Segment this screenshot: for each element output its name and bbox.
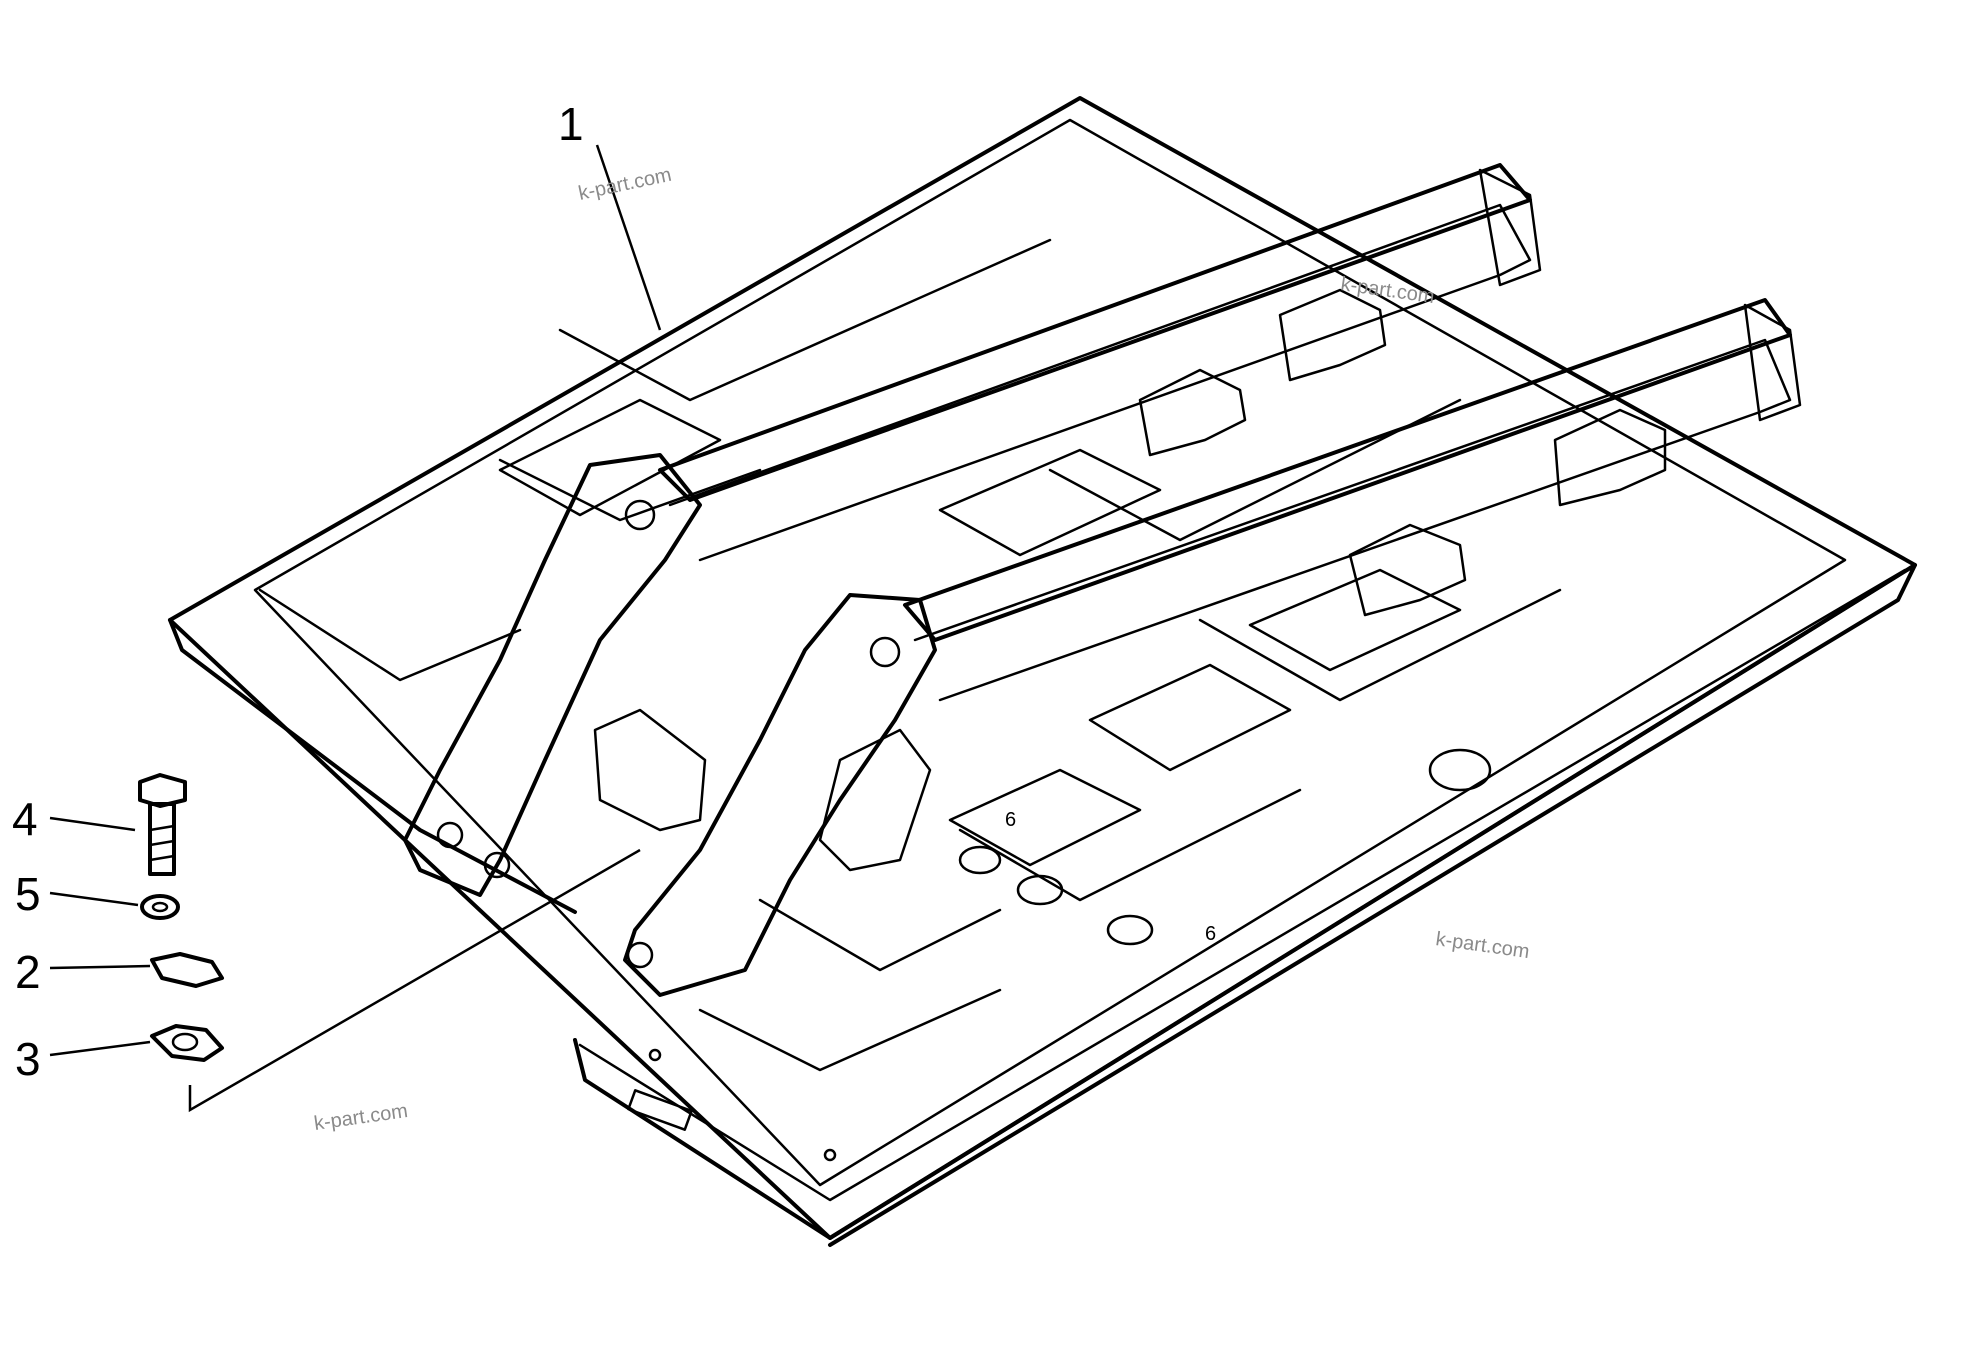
cover-plate	[150, 952, 224, 988]
front-plate-slot	[627, 1089, 693, 1131]
right-boom-bracket	[623, 593, 937, 997]
leader-lines	[49, 144, 662, 1113]
left-bracket-pin-bottom	[436, 821, 464, 849]
frame-oval-hole-1	[1428, 748, 1492, 792]
clamp-fixture-2	[1278, 288, 1387, 382]
internal-box-e	[948, 768, 1142, 867]
gasket-hole	[171, 1032, 199, 1052]
internal-box-c	[1248, 568, 1462, 672]
group-leader	[188, 848, 641, 1113]
leader-3	[49, 1040, 151, 1057]
cross-member-1	[558, 238, 1052, 402]
watermark-2: k-part.com	[1339, 273, 1436, 308]
plate-part	[150, 952, 224, 988]
clamp-fixture-4	[1553, 408, 1667, 507]
cross-member-8	[698, 988, 1002, 1072]
callout-3: 3	[15, 1033, 41, 1085]
leader-5	[49, 891, 139, 907]
clamp-fixture-3	[1348, 523, 1467, 617]
right-cutout	[818, 728, 932, 872]
bolt-thread-2	[148, 839, 176, 847]
left-beam-edge	[668, 203, 1532, 562]
leader-1	[595, 144, 662, 331]
callout-5: 5	[15, 868, 41, 920]
internal-box-b	[938, 448, 1162, 557]
callout-1: 1	[558, 98, 584, 150]
washer-part	[140, 894, 180, 920]
gasket-part	[150, 1024, 224, 1062]
frame-oval-hole-4	[958, 845, 1002, 875]
watermarks: k-part.com k-part.com k-part.com k-part.…	[313, 164, 1531, 1135]
cross-member-2	[498, 458, 762, 522]
right-beam-end	[1743, 303, 1802, 422]
frame-inner-rim	[253, 118, 1847, 1187]
internal-box-a	[498, 398, 722, 517]
left-boom-bracket	[403, 453, 702, 897]
internal-box-d	[1088, 663, 1292, 772]
center-cutout	[593, 708, 707, 832]
leader-2	[49, 964, 151, 970]
frame-left-wall	[168, 618, 577, 914]
callouts: 1 2 3 4 5	[12, 98, 584, 1085]
leader-4	[49, 816, 136, 832]
left-beam-end	[1478, 168, 1542, 287]
right-bracket-pin-top	[869, 636, 901, 668]
left-long-beam	[658, 163, 1532, 502]
washer-outer	[140, 894, 180, 920]
watermark-4: k-part.com	[313, 1100, 410, 1135]
washer-inner	[151, 901, 169, 913]
right-beam-edge	[913, 338, 1792, 702]
bolt-shank	[148, 802, 176, 876]
gasket-outer	[150, 1024, 224, 1062]
frame-oval-hole-2	[1016, 874, 1064, 906]
cross-member-4	[1048, 398, 1462, 542]
frame-oval-hole-3	[1106, 914, 1154, 946]
cross-member-6	[958, 788, 1302, 902]
clamp-fixture-1	[1138, 368, 1247, 457]
bolt-thread-3	[148, 854, 176, 862]
frame-front-face	[578, 568, 1907, 1202]
watermark-1: k-part.com	[576, 164, 673, 205]
callout-4: 4	[12, 793, 38, 845]
front-plate-bolt-1	[823, 1148, 837, 1162]
cross-member-3	[258, 588, 522, 682]
callout-2: 2	[15, 946, 41, 998]
right-bracket-pin-bottom	[626, 941, 654, 969]
right-long-beam	[903, 298, 1792, 642]
cross-member-5	[1198, 588, 1562, 702]
bolt-head	[138, 773, 187, 808]
frame-marking-1: 6	[1005, 809, 1016, 831]
bolt-part	[138, 773, 187, 876]
bolt-thread-1	[148, 824, 176, 832]
frame-marking-2: 6	[1205, 923, 1216, 945]
watermark-3: k-part.com	[1434, 928, 1531, 963]
front-plate-bolt-2	[648, 1048, 662, 1062]
left-bracket-pin-top	[624, 499, 656, 531]
frame-front-skirt	[573, 563, 1917, 1247]
cross-member-7	[758, 898, 1002, 972]
left-bracket-pin-bottom-2	[483, 851, 511, 879]
frame-drawing: 6 6	[168, 96, 1917, 1247]
loose-parts	[138, 773, 224, 1062]
